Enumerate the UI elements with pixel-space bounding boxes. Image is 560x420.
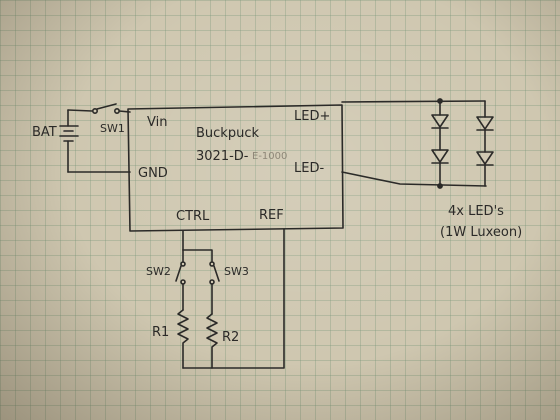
resistor-r1-label: R1 xyxy=(152,325,169,340)
switch-sw3 xyxy=(209,261,220,285)
pin-gnd: GND xyxy=(138,166,168,181)
switch-sw3-label: SW3 xyxy=(224,265,249,278)
switch-sw1-label: SW1 xyxy=(100,122,125,135)
pin-led-plus: LED+ xyxy=(294,109,330,124)
wire-bat-sw1 xyxy=(67,109,93,112)
pin-ctrl: CTRL xyxy=(176,209,210,224)
switch-sw2 xyxy=(175,261,186,285)
led-column-2 xyxy=(476,100,494,187)
pin-ref: REF xyxy=(259,208,284,223)
led-column-1 xyxy=(431,98,449,189)
led-type-label: (1W Luxeon) xyxy=(440,225,522,240)
resistor-r2-label: R2 xyxy=(222,330,239,345)
wire-led-plus xyxy=(341,100,486,103)
led-count-label: 4x LED's xyxy=(448,204,504,219)
battery-label: BAT xyxy=(32,125,57,140)
wire-sw1-vin xyxy=(118,110,131,113)
wire-ctrl-split xyxy=(182,249,213,263)
resistor-r2 xyxy=(206,313,218,369)
driver-part-number: 3021-D- xyxy=(196,149,249,164)
driver-name: Buckpuck xyxy=(196,126,259,141)
battery-symbol xyxy=(59,109,79,173)
switch-sw2-label: SW2 xyxy=(146,265,171,278)
wire-led-minus xyxy=(341,171,487,187)
driver-box xyxy=(127,104,344,232)
switch-sw1 xyxy=(92,103,121,115)
resistor-r1 xyxy=(177,309,189,369)
pin-vin: Vin xyxy=(147,115,167,130)
pin-led-minus: LED- xyxy=(294,161,324,176)
wire-ref-return xyxy=(182,228,285,369)
driver-part-faint: E-1000 xyxy=(252,151,287,162)
